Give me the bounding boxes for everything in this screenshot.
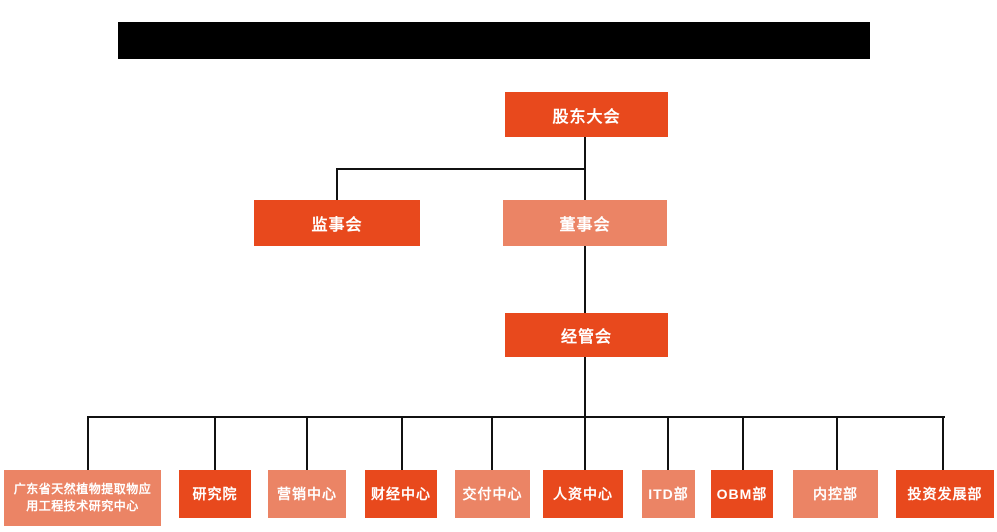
node-label: 内控部 <box>813 486 858 502</box>
connector-drop-dept-6 <box>584 416 586 471</box>
connector-drop-dept-8 <box>742 416 744 471</box>
connector-bus-horizontal <box>87 416 945 418</box>
node-label: OBM部 <box>716 486 768 502</box>
node-dept-internal-control: 内控部 <box>793 470 878 518</box>
node-dept-obm: OBM部 <box>711 470 773 518</box>
connector-drop-dept-7 <box>667 416 669 471</box>
node-label: 股东大会 <box>552 108 621 126</box>
node-label: 研究院 <box>192 486 238 502</box>
node-management-committee: 经管会 <box>505 313 668 357</box>
node-label: 监事会 <box>311 217 363 234</box>
connector-branch-to-supervisory <box>336 168 338 201</box>
node-label: 广东省天然植物提取物应 用工程技术研究中心 <box>13 481 152 513</box>
node-label: 经管会 <box>560 329 612 346</box>
redacted-title-bar <box>118 22 870 59</box>
connector-drop-dept-2 <box>214 416 216 471</box>
connector-drop-dept-3 <box>306 416 308 471</box>
connector-drop-dept-5 <box>491 416 493 471</box>
node-board-of-directors: 董事会 <box>503 200 667 246</box>
node-shareholders-meeting: 股东大会 <box>505 92 668 137</box>
node-label: 董事会 <box>559 217 611 234</box>
connector-board-to-management <box>584 246 586 314</box>
connector-drop-dept-9 <box>836 416 838 471</box>
connector-branch-horizontal <box>336 168 586 170</box>
node-label: 投资发展部 <box>907 486 983 502</box>
node-label: 交付中心 <box>462 486 523 502</box>
node-dept-guangdong-plant-extract-research-center: 广东省天然植物提取物应 用工程技术研究中心 <box>4 470 161 526</box>
node-label: 财经中心 <box>371 486 431 502</box>
node-dept-finance-center: 财经中心 <box>365 470 437 518</box>
node-dept-research-institute: 研究院 <box>179 470 251 518</box>
node-label: ITD部 <box>648 486 689 502</box>
node-dept-hr-center: 人资中心 <box>543 470 623 518</box>
node-dept-delivery-center: 交付中心 <box>455 470 530 518</box>
node-label: 人资中心 <box>553 486 613 502</box>
node-dept-itd: ITD部 <box>642 470 695 518</box>
connector-management-to-bus <box>584 357 586 417</box>
connector-drop-dept-4 <box>401 416 403 471</box>
node-dept-investment-development: 投资发展部 <box>896 470 994 518</box>
node-label: 营销中心 <box>277 486 337 502</box>
connector-drop-dept-1 <box>87 416 89 471</box>
node-dept-marketing-center: 营销中心 <box>268 470 346 518</box>
node-supervisory-board: 监事会 <box>254 200 420 246</box>
connector-drop-dept-10 <box>942 416 944 471</box>
